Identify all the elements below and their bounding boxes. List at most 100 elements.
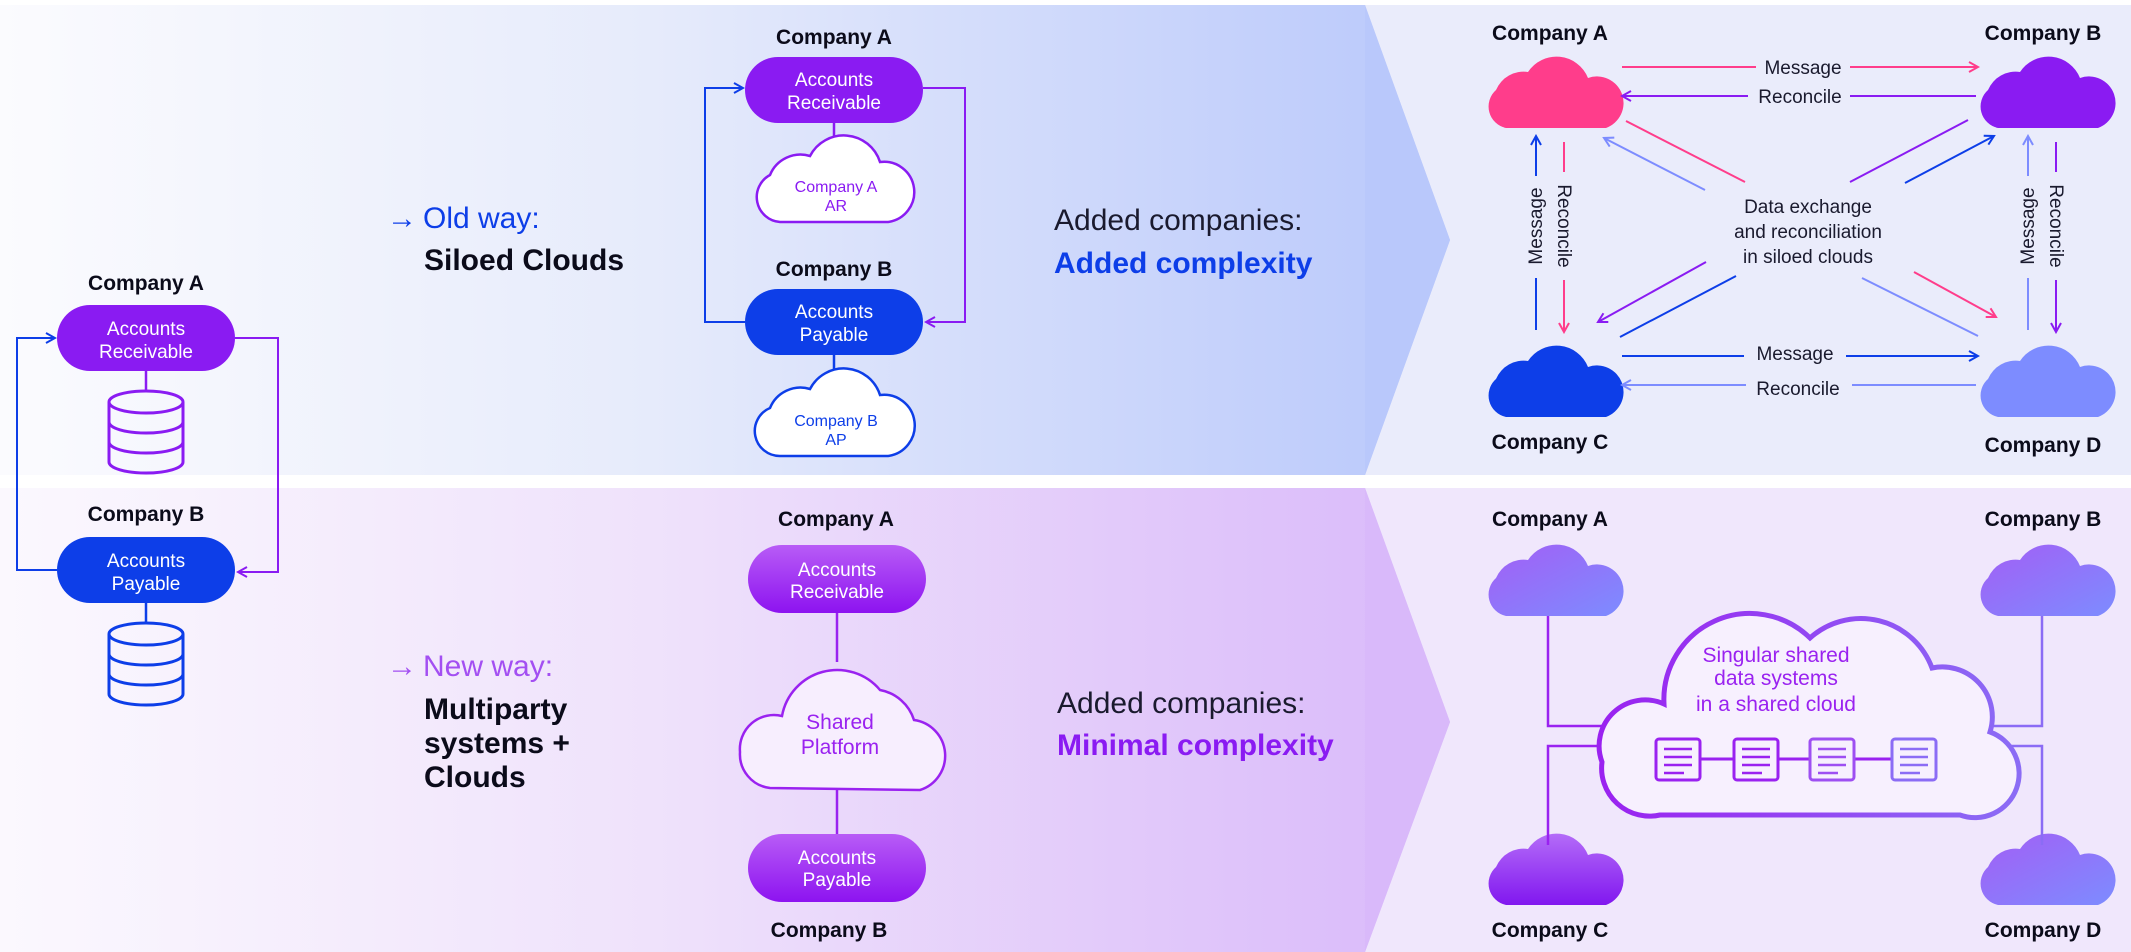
diag-d-a-peri-1 (1604, 138, 1706, 191)
diag-c-b-blue-1 (1619, 275, 1737, 338)
net-center-line-1: Data exchange (1744, 197, 1872, 218)
company-a-cloud-icon (1488, 56, 1624, 128)
old-ar-cloud-line-2: AR (825, 198, 847, 215)
shared-cloud-line-1: Singular shared (1702, 644, 1849, 667)
shared-company-c-cloud-icon (1488, 833, 1624, 905)
old-accounts-receivable-pill (745, 57, 923, 123)
company-b-ap-cloud-icon (753, 367, 916, 458)
connector-company-c (1546, 744, 1604, 845)
new-minimal-complexity-value: Minimal complexity (1057, 729, 1334, 762)
old-accounts-payable-pill (745, 289, 923, 355)
bd-reconcile-label: Reconcile (2045, 184, 2066, 267)
company-d-cloud-icon (1980, 345, 2116, 417)
baseline-diagram: Company A Accounts Receivable Company B … (16, 272, 279, 707)
diag-c-b-blue-2 (1904, 136, 1994, 184)
ac-message-label: Message (1526, 187, 1547, 264)
left-receivable-to-payable-arrow (235, 337, 279, 572)
left-ar-line-1: Accounts (107, 319, 185, 340)
bd-message-label: Message (2018, 187, 2039, 264)
shared-company-d-label: Company D (1985, 919, 2102, 942)
diag-b-c-purple-1 (1849, 119, 1969, 183)
new-accounts-payable-pill (748, 834, 926, 902)
shared-cloud-line-3: in a shared cloud (1696, 693, 1856, 716)
old-way-title: Siloed Clouds (424, 244, 624, 277)
document-icon (1808, 737, 1856, 782)
document-icon (1654, 737, 1702, 782)
left-company-b-label: Company B (88, 503, 205, 526)
diag-d-a-peri-2 (1861, 277, 1979, 337)
new-added-companies-label: Added companies: (1057, 687, 1306, 720)
old-way-band (0, 5, 1450, 475)
old-company-a-label: Company A (776, 26, 892, 49)
shared-company-d-cloud-icon (1980, 833, 2116, 905)
net-company-a-label: Company A (1492, 22, 1608, 45)
shared-platform-line-1: Shared (806, 711, 874, 734)
old-payable-to-receivable-arrow (704, 88, 745, 323)
ac-reconcile-label: Reconcile (1553, 184, 1574, 267)
company-c-cloud-icon (1488, 345, 1624, 417)
shared-company-b-label: Company B (1985, 508, 2102, 531)
old-ap-line-1: Accounts (795, 302, 873, 323)
old-way-label: Old way: (423, 202, 540, 235)
new-ar-line-1: Accounts (798, 560, 876, 581)
new-company-b-label: Company B (771, 919, 888, 942)
new-way-section: → New way: Multiparty systems + Clouds C… (387, 508, 2116, 942)
left-accounts-payable-pill (57, 537, 235, 603)
net-company-c-label: Company C (1492, 431, 1609, 454)
new-accounts-receivable-pill (748, 545, 926, 613)
shared-company-b-cloud-icon (1980, 544, 2116, 616)
database-icon (107, 389, 185, 475)
diag-b-c-purple-2 (1598, 261, 1707, 322)
old-way-section: → Old way: Siloed Clouds Company A Accou… (387, 22, 2116, 458)
new-way-title-line-2: systems + (424, 727, 570, 760)
shared-company-a-label: Company A (1492, 508, 1608, 531)
new-way-arrow: → (387, 650, 417, 683)
left-company-a-label: Company A (88, 272, 204, 295)
shared-cloud-line-2: data systems (1714, 667, 1838, 690)
left-ap-line-2: Payable (112, 574, 181, 595)
cd-reconcile-label: Reconcile (1756, 379, 1839, 400)
document-icon (1890, 737, 1938, 782)
net-company-d-label: Company D (1985, 434, 2102, 457)
shared-company-c-label: Company C (1492, 919, 1609, 942)
shared-platform-cloud-icon (738, 668, 947, 792)
new-ap-line-1: Accounts (798, 848, 876, 869)
new-way-band (0, 488, 1450, 952)
old-added-complexity-value: Added complexity (1054, 247, 1313, 280)
new-way-label: New way: (423, 650, 553, 683)
left-ar-line-2: Receivable (99, 342, 193, 363)
left-payable-to-receivable-arrow (16, 338, 57, 571)
new-company-a-label: Company A (778, 508, 894, 531)
old-ap-cloud-line-1: Company B (794, 413, 878, 430)
old-ap-cloud-line-2: AP (825, 432, 846, 449)
old-way-chevron (1365, 5, 1450, 475)
new-way-chevron (1365, 488, 1450, 952)
company-b-cloud-icon (1980, 56, 2116, 128)
shared-company-a-cloud-icon (1488, 544, 1624, 616)
new-way-title-line-1: Multiparty (424, 693, 568, 726)
company-a-ar-cloud-icon (755, 134, 916, 224)
old-ar-line-1: Accounts (795, 70, 873, 91)
document-icon (1732, 737, 1780, 782)
old-way-arrow: → (387, 202, 417, 235)
new-ar-line-2: Receivable (790, 582, 884, 603)
net-company-b-label: Company B (1985, 22, 2102, 45)
diag-a-d-pink-2 (1913, 271, 1996, 317)
ab-message-label: Message (1764, 58, 1841, 79)
old-ar-cloud-line-1: Company A (795, 179, 878, 196)
net-center-line-2: and reconciliation (1734, 222, 1882, 243)
cd-message-label: Message (1756, 344, 1833, 365)
net-center-line-3: in siloed clouds (1743, 247, 1873, 268)
connector-company-b (1990, 616, 2044, 728)
ab-reconcile-label: Reconcile (1758, 87, 1841, 108)
left-ap-line-1: Accounts (107, 551, 185, 572)
old-receivable-to-payable-arrow (923, 87, 966, 322)
old-company-b-label: Company B (776, 258, 893, 281)
database-icon (107, 621, 185, 707)
new-ap-line-2: Payable (803, 870, 872, 891)
old-added-companies-label: Added companies: (1054, 204, 1303, 237)
old-ap-line-2: Payable (800, 325, 869, 346)
new-way-title-line-3: Clouds (424, 761, 526, 794)
